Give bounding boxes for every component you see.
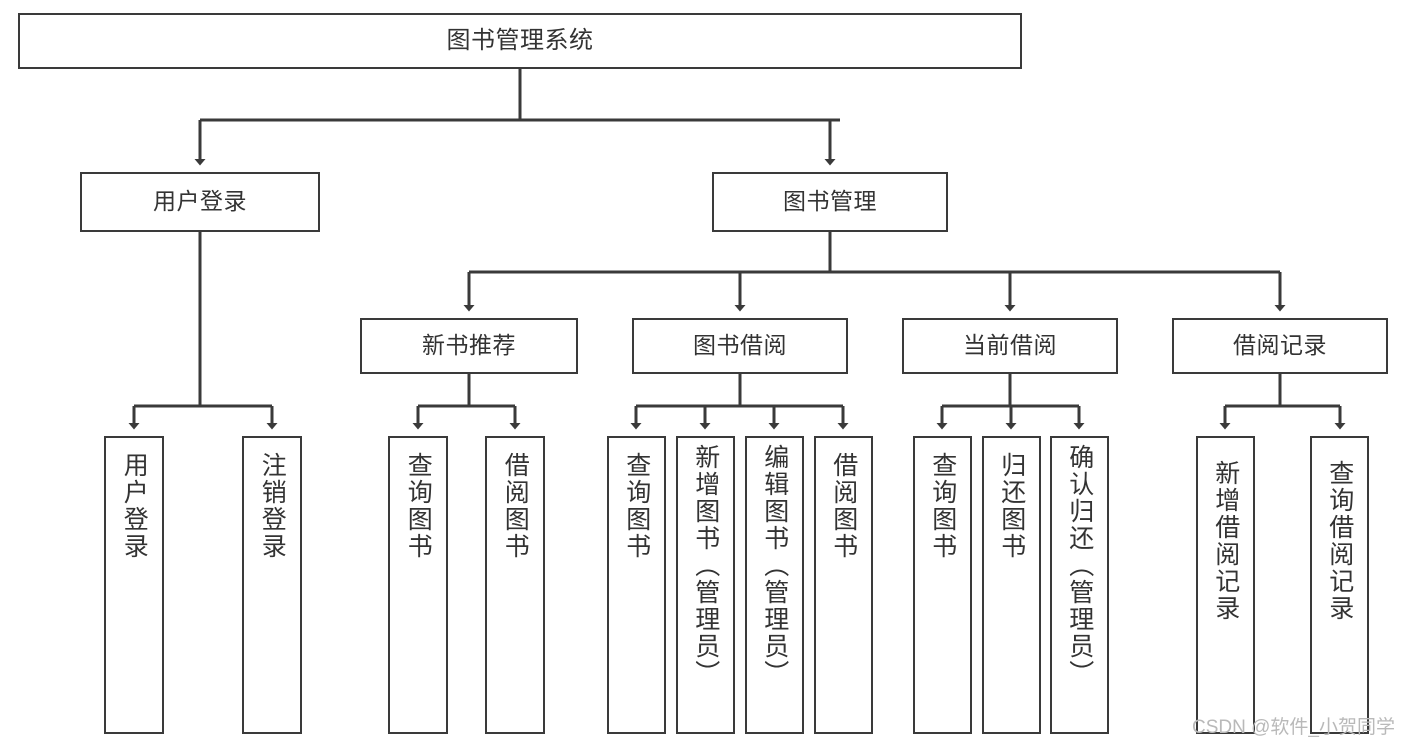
node-label: 新增借阅记录 bbox=[1211, 460, 1240, 622]
node-leaf-return-book[interactable]: 归还图书 bbox=[982, 436, 1041, 734]
node-label: 用户登录 bbox=[120, 452, 149, 560]
node-leaf-query-book-3[interactable]: 查询图书 bbox=[913, 436, 972, 734]
node-label: 图书管理 bbox=[783, 188, 877, 215]
node-current-borrow[interactable]: 当前借阅 bbox=[902, 318, 1118, 374]
node-label: 查询借阅记录 bbox=[1325, 460, 1354, 622]
node-leaf-query-record[interactable]: 查询借阅记录 bbox=[1310, 436, 1369, 734]
node-label: 新增图书（管理员） bbox=[691, 444, 720, 687]
node-leaf-confirm-return[interactable]: 确认归还（管理员） bbox=[1050, 436, 1109, 734]
node-leaf-add-record[interactable]: 新增借阅记录 bbox=[1196, 436, 1255, 734]
node-leaf-edit-book[interactable]: 编辑图书（管理员） bbox=[745, 436, 804, 734]
node-leaf-add-book[interactable]: 新增图书（管理员） bbox=[676, 436, 735, 734]
node-leaf-query-book-2[interactable]: 查询图书 bbox=[607, 436, 666, 734]
node-leaf-user-login[interactable]: 用户登录 bbox=[104, 436, 164, 734]
node-label: 借阅记录 bbox=[1233, 332, 1327, 359]
node-label: 借阅图书 bbox=[501, 452, 530, 560]
node-label: 图书借阅 bbox=[693, 332, 787, 359]
node-label: 归还图书 bbox=[997, 452, 1026, 560]
node-new-book-rec[interactable]: 新书推荐 bbox=[360, 318, 578, 374]
node-book-manage[interactable]: 图书管理 bbox=[712, 172, 948, 232]
node-label: 编辑图书（管理员） bbox=[760, 444, 789, 687]
node-label: 当前借阅 bbox=[963, 332, 1057, 359]
node-label: 查询图书 bbox=[404, 452, 433, 560]
node-label: 新书推荐 bbox=[422, 332, 516, 359]
node-leaf-borrow-book-2[interactable]: 借阅图书 bbox=[814, 436, 873, 734]
node-borrow-record[interactable]: 借阅记录 bbox=[1172, 318, 1388, 374]
node-book-borrow[interactable]: 图书借阅 bbox=[632, 318, 848, 374]
node-label: 注销登录 bbox=[258, 452, 287, 560]
node-label: 查询图书 bbox=[622, 452, 651, 560]
node-leaf-borrow-book-1[interactable]: 借阅图书 bbox=[485, 436, 545, 734]
node-label: 图书管理系统 bbox=[446, 26, 594, 54]
node-label: 借阅图书 bbox=[829, 452, 858, 560]
node-root-system[interactable]: 图书管理系统 bbox=[18, 13, 1022, 69]
node-label: 用户登录 bbox=[153, 188, 247, 215]
node-user-login[interactable]: 用户登录 bbox=[80, 172, 320, 232]
node-leaf-query-book-1[interactable]: 查询图书 bbox=[388, 436, 448, 734]
node-label: 查询图书 bbox=[928, 452, 957, 560]
node-label: 确认归还（管理员） bbox=[1065, 444, 1094, 687]
node-leaf-user-logout[interactable]: 注销登录 bbox=[242, 436, 302, 734]
csdn-watermark: CSDN @软件_小贺同学 bbox=[1192, 717, 1395, 738]
